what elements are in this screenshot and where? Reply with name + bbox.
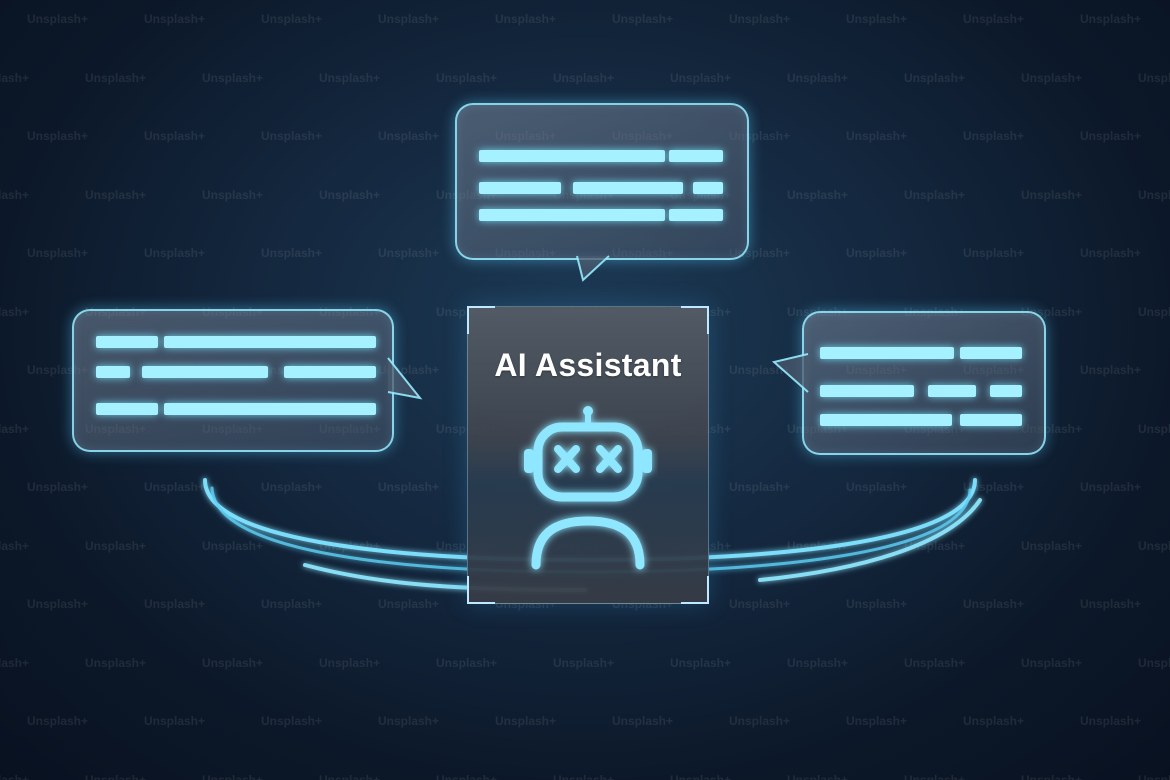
robot-icon — [524, 406, 652, 570]
text-line — [928, 385, 976, 397]
card-corner-top-right — [681, 306, 709, 334]
speech-bubble-right-tail — [771, 353, 809, 393]
text-line — [284, 366, 376, 378]
text-line — [573, 182, 683, 194]
text-line — [820, 385, 914, 397]
text-line — [96, 403, 158, 415]
speech-bubble-top-tail — [576, 255, 610, 282]
text-line — [669, 209, 723, 221]
text-line — [820, 414, 952, 426]
speech-bubble-left-tail — [387, 357, 423, 400]
card-corner-top-left — [467, 306, 495, 334]
text-line — [960, 347, 1022, 359]
text-line — [820, 347, 954, 359]
text-line — [96, 336, 158, 348]
text-line — [142, 366, 268, 378]
text-line — [960, 414, 1022, 426]
card-corner-bottom-left — [467, 576, 495, 604]
speech-bubble-right — [802, 311, 1046, 455]
text-line — [164, 336, 376, 348]
text-line — [669, 150, 723, 162]
text-line — [479, 182, 561, 194]
text-line — [990, 385, 1022, 397]
text-line — [479, 209, 665, 221]
text-line — [693, 182, 723, 194]
ai-assistant-card: AI Assistant — [467, 306, 709, 604]
speech-bubble-left — [72, 309, 394, 452]
card-corner-bottom-right — [681, 576, 709, 604]
text-line — [479, 150, 665, 162]
card-title: AI Assistant — [494, 347, 682, 383]
text-line — [96, 366, 130, 378]
text-line — [164, 403, 376, 415]
